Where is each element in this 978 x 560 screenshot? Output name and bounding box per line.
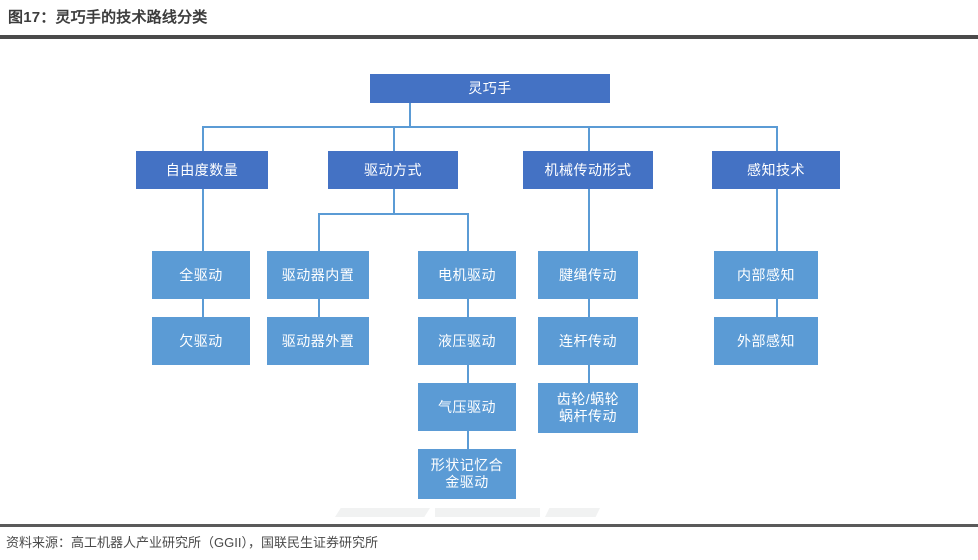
node-hydraulic-drive-label: 液压驱动 xyxy=(438,332,496,349)
edge-sense-a-b xyxy=(776,299,778,317)
node-sensing-tech[interactable]: 感知技术 xyxy=(712,151,840,189)
node-mech-transmission[interactable]: 机械传动形式 xyxy=(523,151,653,189)
edge-drop-dof xyxy=(202,126,204,151)
edge-dof-a-b xyxy=(202,299,204,317)
figure-title: 图17：灵巧手的技术路线分类 xyxy=(8,9,208,26)
edge-mech-b-c xyxy=(588,365,590,383)
node-motor-drive-label: 电机驱动 xyxy=(438,266,496,283)
node-gear-worm-transmission[interactable]: 齿轮/蜗轮 蜗杆传动 xyxy=(538,383,638,433)
node-sma-drive-label-line1: 形状记忆合 xyxy=(430,457,504,473)
node-dof-label: 自由度数量 xyxy=(165,161,239,178)
title-divider xyxy=(0,35,978,39)
node-external-sensing[interactable]: 外部感知 xyxy=(714,317,818,365)
edge-drive-bus xyxy=(318,213,468,215)
node-actuator-external-label: 驱动器外置 xyxy=(281,332,355,349)
node-linkage-transmission-label: 连杆传动 xyxy=(559,332,617,349)
node-under-drive-label: 欠驱动 xyxy=(179,332,223,349)
node-hydraulic-drive[interactable]: 液压驱动 xyxy=(418,317,516,365)
node-motor-drive[interactable]: 电机驱动 xyxy=(418,251,516,299)
node-tendon-transmission-label: 腱绳传动 xyxy=(559,266,617,283)
node-sma-drive[interactable]: 形状记忆合 金驱动 xyxy=(418,449,516,499)
edge-drive-a-b xyxy=(467,299,469,317)
node-root-label: 灵巧手 xyxy=(468,80,512,96)
edge-root-bus xyxy=(202,126,777,128)
node-internal-sensing-label: 内部感知 xyxy=(737,266,795,283)
node-drive-method-label: 驱动方式 xyxy=(364,161,422,178)
node-sensing-tech-label: 感知技术 xyxy=(747,161,805,178)
node-internal-sensing[interactable]: 内部感知 xyxy=(714,251,818,299)
node-drive-method[interactable]: 驱动方式 xyxy=(328,151,458,189)
node-actuator-internal-label: 驱动器内置 xyxy=(281,266,355,283)
node-actuator-external[interactable]: 驱动器外置 xyxy=(267,317,369,365)
edge-drive-c-d xyxy=(467,431,469,449)
node-actuator-internal[interactable]: 驱动器内置 xyxy=(267,251,369,299)
edge-mech-stem xyxy=(588,189,590,251)
edge-sense-stem xyxy=(776,189,778,251)
node-dof[interactable]: 自由度数量 xyxy=(136,151,268,189)
node-sma-drive-label-line2: 金驱动 xyxy=(445,474,489,490)
node-linkage-transmission[interactable]: 连杆传动 xyxy=(538,317,638,365)
edge-drive-left xyxy=(318,213,320,251)
footer-divider xyxy=(0,524,978,527)
node-external-sensing-label: 外部感知 xyxy=(737,332,795,349)
node-tendon-transmission[interactable]: 腱绳传动 xyxy=(538,251,638,299)
edge-dof-stem xyxy=(202,189,204,251)
tree-diagram: 灵巧手 自由度数量 驱动方式 机械传动形式 感知技术 全驱动 欠驱动 驱动器内置… xyxy=(0,46,978,516)
node-pneumatic-drive-label: 气压驱动 xyxy=(438,398,496,415)
node-under-drive[interactable]: 欠驱动 xyxy=(152,317,250,365)
node-root[interactable]: 灵巧手 xyxy=(370,74,610,103)
node-full-drive-label: 全驱动 xyxy=(179,266,223,283)
edge-drop-sense xyxy=(776,126,778,151)
edge-drive-stem xyxy=(393,189,395,213)
node-mech-transmission-label: 机械传动形式 xyxy=(544,161,632,178)
edge-drive-right xyxy=(467,213,469,251)
node-gear-worm-transmission-label-line1: 齿轮/蜗轮 xyxy=(556,391,620,407)
edge-actuator-a-b xyxy=(318,299,320,317)
edge-drop-drive xyxy=(393,126,395,151)
edge-drive-b-c xyxy=(467,365,469,383)
edge-drop-mech xyxy=(588,126,590,151)
figure-source: 资料来源：高工机器人产业研究所（GGII），国联民生证券研究所 xyxy=(6,535,378,550)
node-full-drive[interactable]: 全驱动 xyxy=(152,251,250,299)
edge-mech-a-b xyxy=(588,299,590,317)
edge-root-stem xyxy=(409,102,411,126)
node-pneumatic-drive[interactable]: 气压驱动 xyxy=(418,383,516,431)
node-gear-worm-transmission-label-line2: 蜗杆传动 xyxy=(559,408,617,424)
